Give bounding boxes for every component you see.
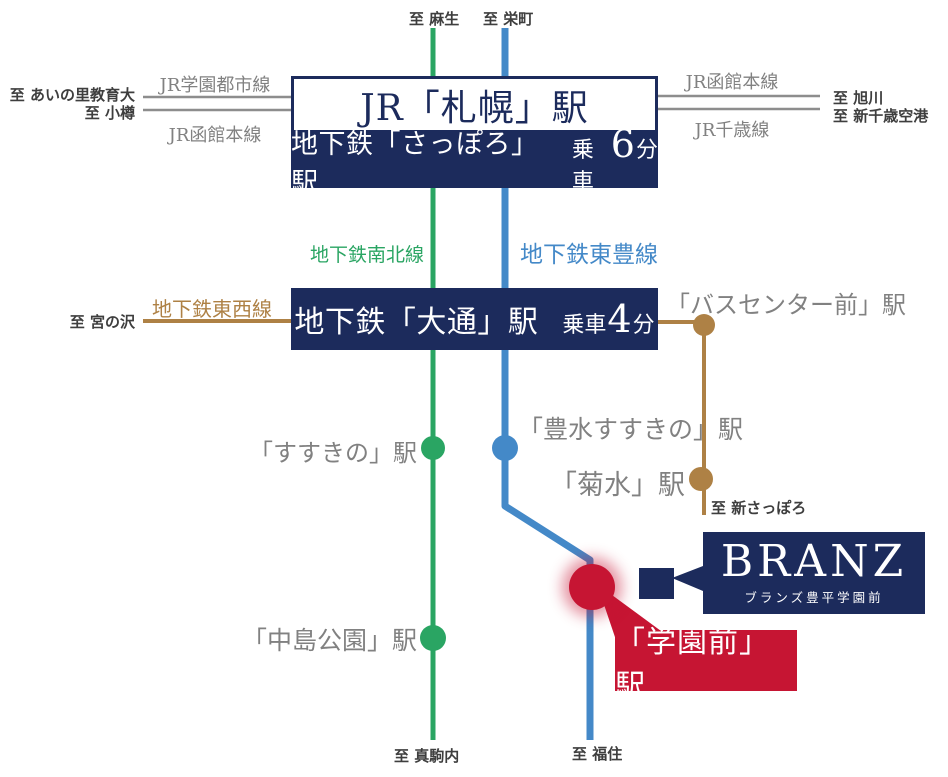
- ride-unit: 分: [632, 312, 655, 338]
- branz-building-marker: [639, 568, 674, 599]
- station-dot-hosui-susukino: [492, 435, 518, 461]
- jr-gakuen-toshi-line-label: JR学園都市線: [159, 75, 271, 96]
- toho-line: [501, 28, 594, 740]
- ride-prefix: 乗車: [562, 312, 607, 338]
- station-dot-kikusui: [689, 467, 713, 491]
- jr-sapporo-station-box: JR「札幌」駅: [291, 76, 658, 133]
- gakuenmae-station-dot: [569, 564, 615, 610]
- toho-line-label: 地下鉄東豊線: [520, 242, 658, 268]
- ride-time-6min: 乗車 6 分: [572, 125, 658, 196]
- ride-minutes: 4: [607, 296, 632, 341]
- ride-prefix: 乗車: [571, 138, 594, 195]
- station-dot-bus-center-mae: [693, 314, 715, 336]
- branz-logo-text: BRANZ: [720, 536, 908, 587]
- jr-hakodate-line-label-west: JR函館本線: [168, 125, 262, 146]
- dest-otaru: 至 小樽: [84, 104, 135, 122]
- dest-miyanosawa: 至 宮の沢: [69, 313, 135, 331]
- dest-asabu: 至 麻生: [409, 10, 460, 28]
- subway-odori-station-box: 地下鉄「大通」駅 乗車 4 分: [291, 288, 658, 350]
- tozai-line-label: 地下鉄東西線: [152, 297, 272, 321]
- susukino-station-label: 「すすきの」駅: [249, 439, 417, 467]
- dest-asahikawa: 至 旭川: [833, 89, 884, 107]
- ride-minutes: 6: [610, 122, 635, 166]
- nakajima-koen-station-label: 「中島公園」駅: [241, 626, 417, 655]
- ride-unit: 分: [635, 138, 658, 163]
- station-dot-susukino: [421, 436, 445, 460]
- subway-sapporo-station-box: 地下鉄「さっぽろ」駅 乗車 6 分: [291, 125, 658, 199]
- jr-chitose-line-label: JR千歳線: [694, 120, 770, 141]
- dest-sakaemachi: 至 栄町: [483, 10, 534, 28]
- jr-hakodate-line-label-east: JR函館本線: [685, 72, 779, 93]
- dest-ainosato-kyoikudai: 至 あいの里教育大: [9, 86, 135, 104]
- kikusui-station-label: 「菊水」駅: [550, 470, 685, 501]
- branz-callout-pointer: [672, 566, 703, 591]
- bus-center-mae-station-label: 「バスセンター前」駅: [666, 291, 906, 319]
- subway-sapporo-station-label: 地下鉄「さっぽろ」駅: [291, 128, 539, 199]
- jr-sapporo-station-label: JR「札幌」駅: [360, 87, 589, 129]
- dest-shin-chitose-airport: 至 新千歳空港: [833, 107, 929, 125]
- branz-subtitle: ブランズ豊平学園前: [744, 590, 884, 605]
- gakuenmae-station-label: 「学園前」駅: [615, 624, 770, 704]
- branz-logo-box: BRANZ ブランズ豊平学園前: [703, 532, 925, 614]
- namboku-line-label: 地下鉄南北線: [310, 244, 425, 266]
- station-dot-nakajima-koen: [420, 625, 446, 651]
- dest-shin-sapporo: 至 新さっぽろ: [711, 499, 807, 517]
- ride-time-4min: 乗車 4 分: [562, 300, 654, 339]
- gakuenmae-callout-pointer: [597, 584, 661, 643]
- gakuenmae-station-callout: 「学園前」駅: [615, 625, 797, 704]
- subway-odori-station-label: 地下鉄「大通」駅: [294, 305, 539, 340]
- hosui-susukino-station-label: 「豊水すすきの」駅: [518, 415, 744, 444]
- dest-fukuzumi: 至 福住: [572, 745, 623, 763]
- dest-makomanai: 至 真駒内: [394, 747, 460, 765]
